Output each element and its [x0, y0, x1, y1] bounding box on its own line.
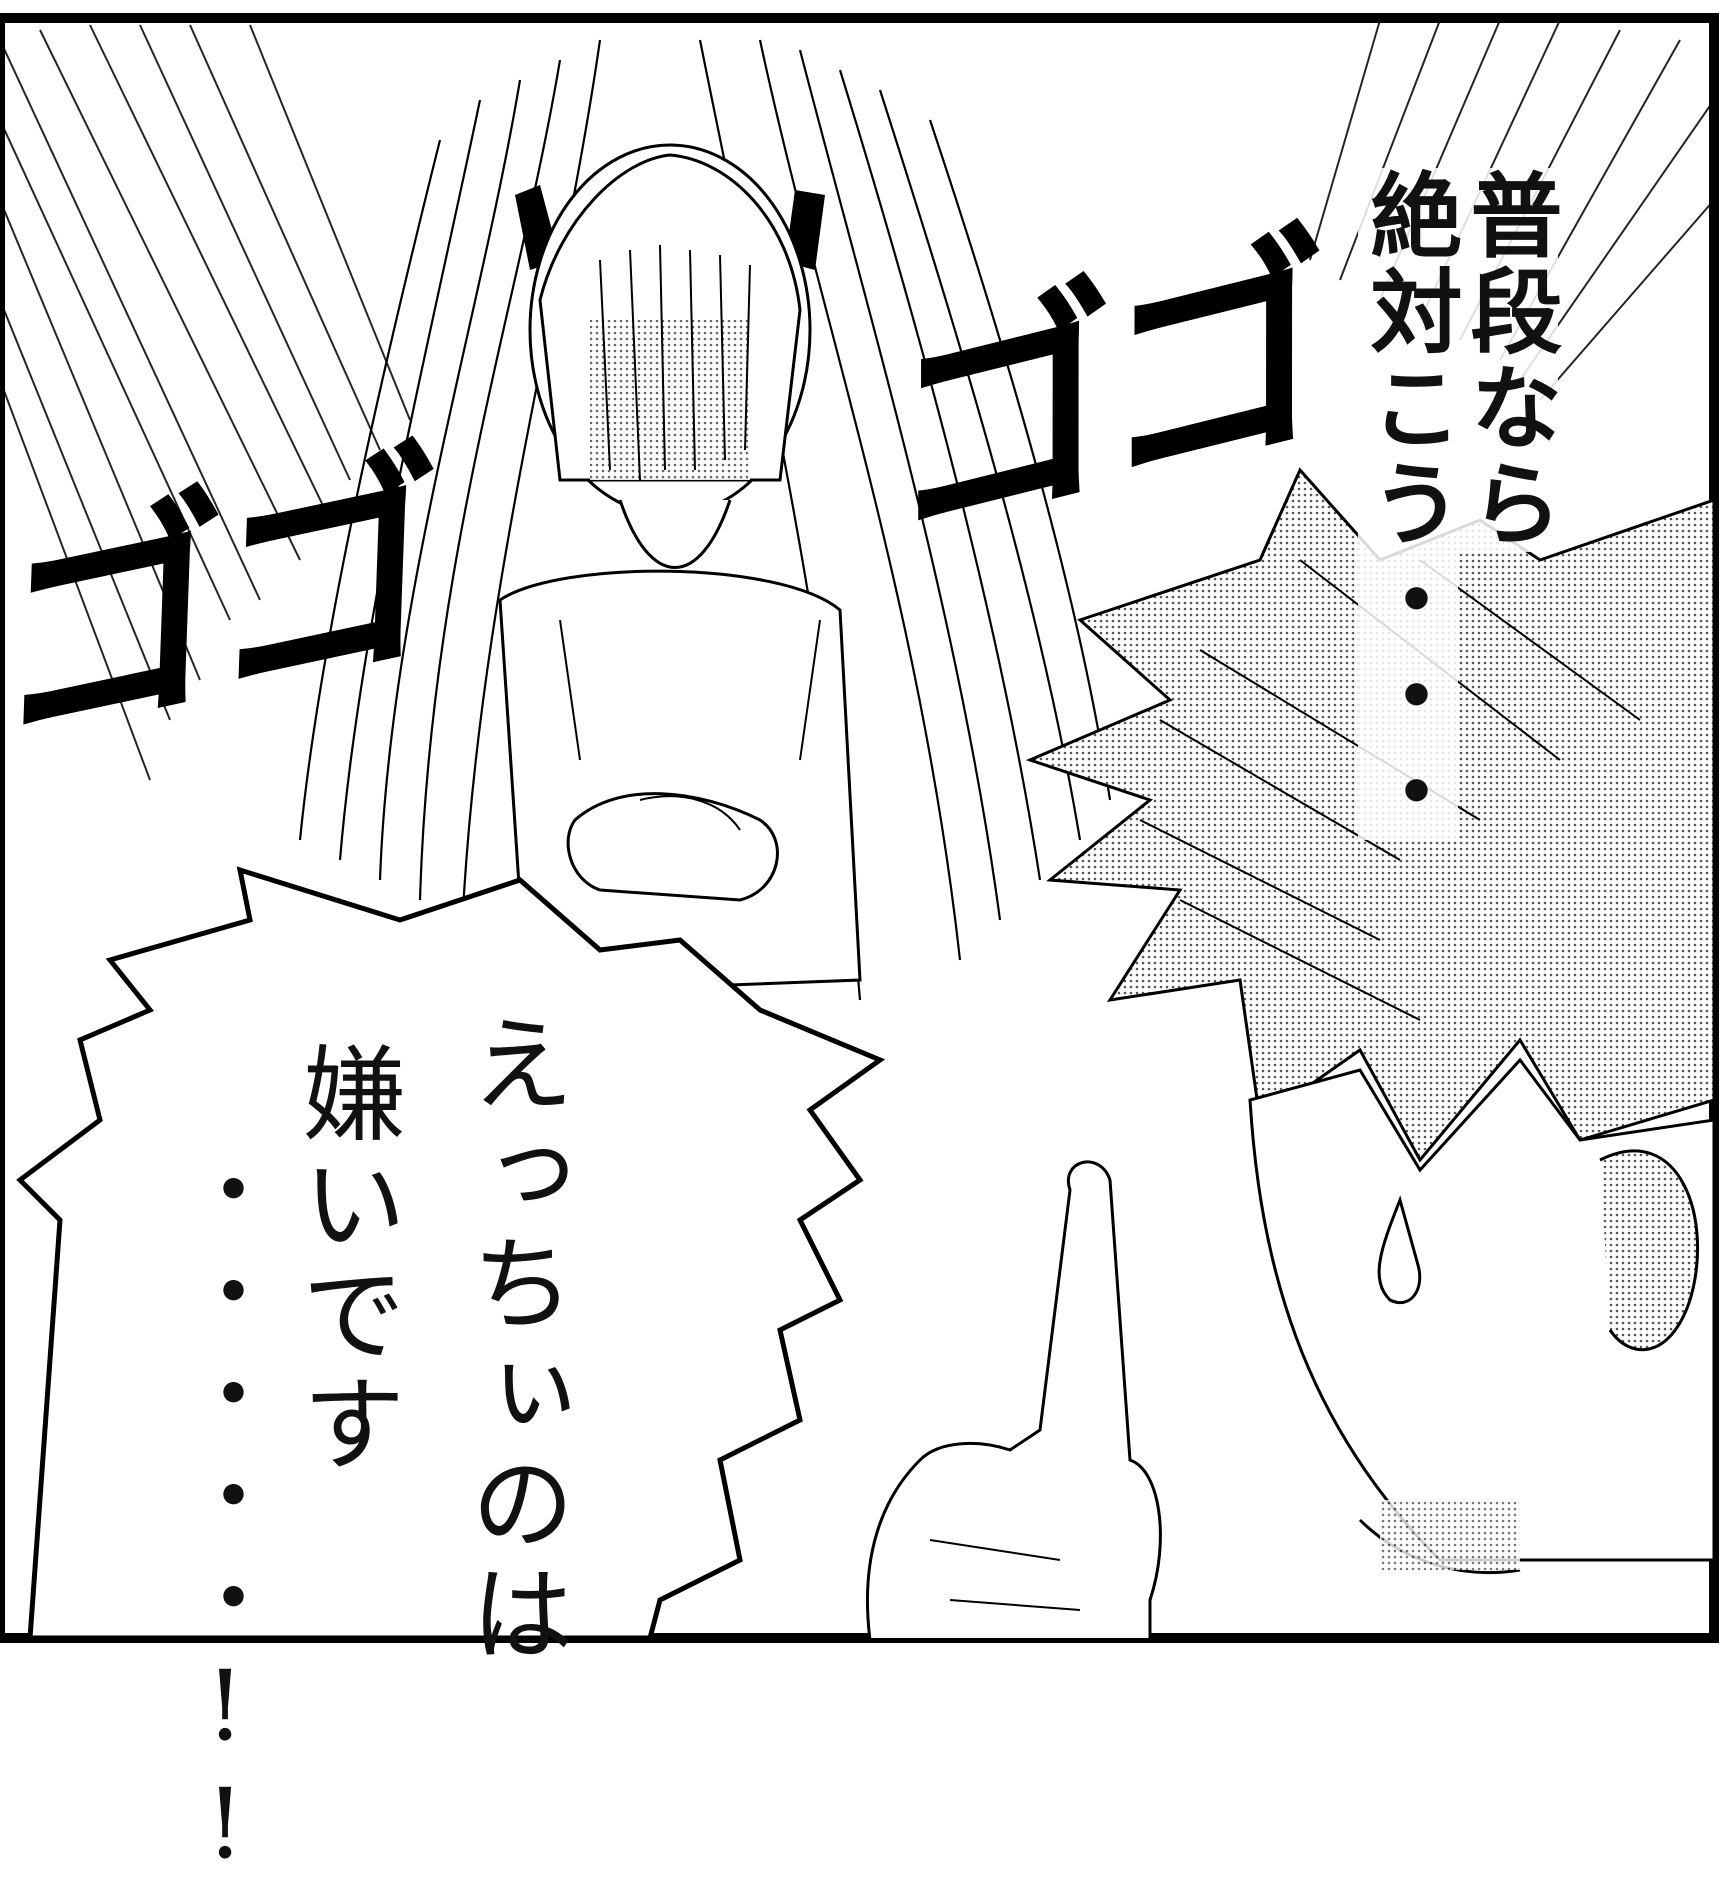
- boy-face: [1248, 1057, 1714, 1562]
- boy-raised-hand: [866, 1160, 1162, 1638]
- sweat-drop-icon: [1377, 1195, 1422, 1304]
- speech-line-2: 嫌いです: [284, 1040, 406, 1480]
- caption-line-2: 絶対こう・・・: [1355, 168, 1462, 840]
- girl-face-shadow: [590, 320, 750, 480]
- girl-figure: [498, 143, 862, 992]
- speech-line-3: ・・・・・!!: [169, 1140, 281, 1886]
- caption-line-1: 普段なら: [1455, 168, 1562, 552]
- girl-hair-strands: [298, 39, 1112, 1001]
- speed-lines: [0, 19, 1714, 781]
- speech-line-1: えっちぃのは: [452, 1010, 574, 1670]
- girl-crossed-arms: [566, 792, 779, 902]
- manga-panel: ゴゴ ゴゴ 普段なら 絶対こう・・・ えっちぃのは 嫌いです ・・・・・!!: [0, 13, 1719, 1886]
- speech-bubble-outline: [16, 866, 886, 1638]
- boy-ear: [1599, 1149, 1699, 1352]
